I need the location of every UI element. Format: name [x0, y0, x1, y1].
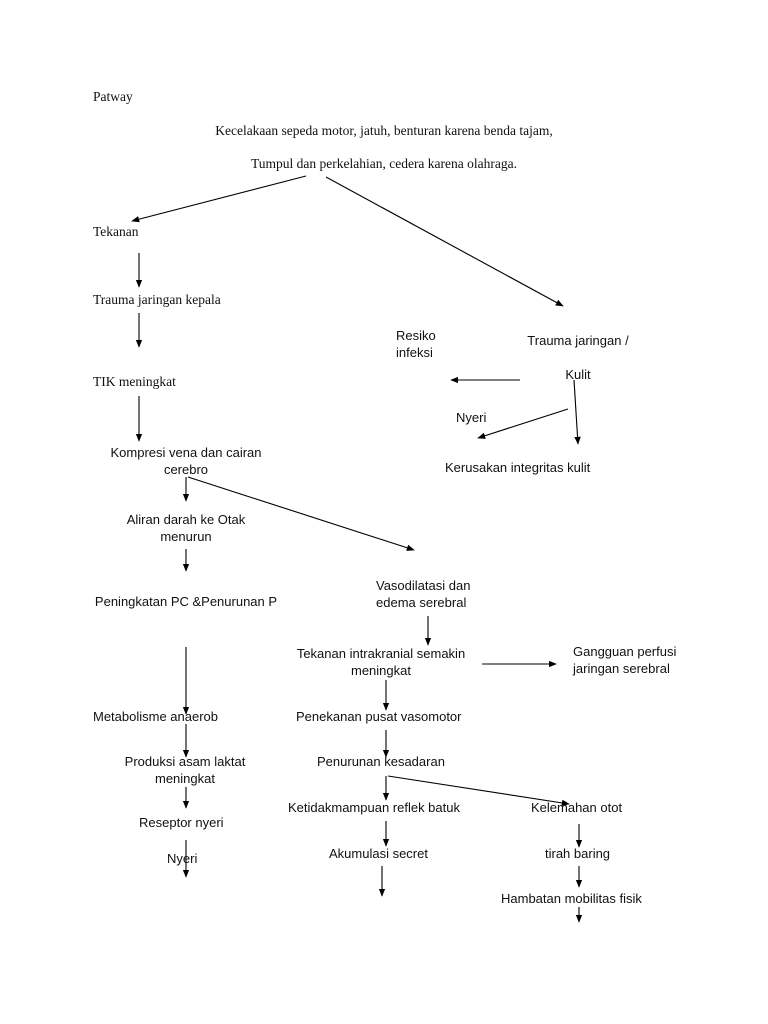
- node-ketidakmampuan-reflek: Ketidakmampuan reflek batuk: [288, 800, 460, 815]
- arrow-kompresi-to-vasodilatasi: [187, 476, 415, 551]
- node-kerusakan-integritas: Kerusakan integritas kulit: [445, 460, 591, 475]
- node-tekanan: Tekanan: [93, 224, 139, 239]
- node-gangguan-perfusi: Gangguan perfusi jaringan serebral: [573, 644, 677, 676]
- node-resiko-infeksi: Resiko infeksi: [396, 328, 436, 360]
- arrow-trauma-kulit-to-kerusakan: [573, 379, 581, 445]
- diagram-title: Patway: [93, 89, 133, 104]
- node-akumulasi-secret: Akumulasi secret: [329, 846, 428, 861]
- cause-line-2: Tumpul dan perkelahian, cedera karena ol…: [250, 156, 517, 171]
- node-trauma-jaringan-kepala: Trauma jaringan kepala: [93, 292, 221, 307]
- cause-line-1: Kecelakaan sepeda motor, jatuh, benturan…: [215, 123, 553, 138]
- node-trauma-jaringan-kulit: Trauma jaringan / Kulit: [527, 333, 629, 382]
- node-aliran-darah: Aliran darah ke Otak menurun: [126, 512, 246, 544]
- node-tik-meningkat: TIK meningkat: [93, 374, 176, 389]
- node-produksi-asam-laktat: Produksi asam laktat meningkat: [124, 754, 246, 786]
- node-peningkatan-pc: Peningkatan PC &Penurunan P: [94, 594, 278, 609]
- arrow-cause-to-tekanan: [131, 175, 307, 223]
- node-tirah-baring: tirah baring: [545, 846, 611, 861]
- arrow-penurunan-to-kelemahan: [387, 775, 570, 807]
- node-penekanan-vasomotor: Penekanan pusat vasomotor: [296, 709, 462, 724]
- node-reseptor-nyeri: Reseptor nyeri: [139, 815, 224, 830]
- node-kompresi-vena: Kompresi vena dan cairan cerebro: [110, 445, 262, 477]
- node-hambatan-mobilitas: Hambatan mobilitas fisik: [501, 891, 642, 906]
- node-nyeri-right: Nyeri: [456, 410, 487, 425]
- node-vasodilatasi: Vasodilatasi dan edema serebral: [376, 578, 471, 610]
- arrow-trauma-kulit-to-nyeri: [477, 408, 569, 439]
- node-metabolisme-anaerob: Metabolisme anaerob: [93, 709, 219, 724]
- arrow-cause-to-trauma-kulit: [325, 176, 564, 307]
- node-penurunan-kesadaran: Penurunan kesadaran: [317, 754, 445, 769]
- node-tekanan-intrakranial: Tekanan intrakranial semakin meningkat: [296, 646, 466, 678]
- node-kelemahan-otot: Kelemahan otot: [531, 800, 623, 815]
- node-nyeri-left: Nyeri: [167, 851, 198, 866]
